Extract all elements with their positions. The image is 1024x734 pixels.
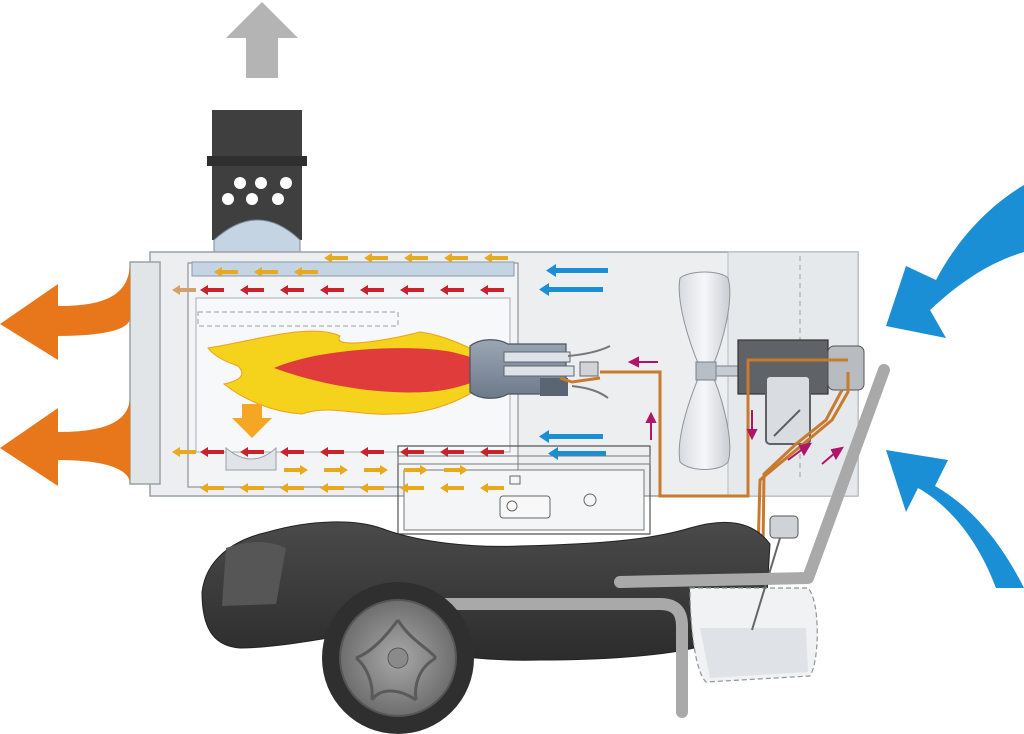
cold-air-in-arrow-bottom (886, 450, 1024, 588)
flow-arrow-outer-bottom (320, 483, 344, 493)
flow-arrow-inner-top (200, 285, 224, 295)
exhaust-up-arrow (226, 2, 298, 78)
flow-arrow-outer-top (294, 267, 318, 277)
flow-arrow-outer-top (324, 253, 348, 263)
fuel-tank (689, 515, 818, 683)
flow-arrow-outer-bottom (324, 465, 348, 475)
flow-arrow-outer-bottom (280, 483, 304, 493)
chimney (207, 110, 307, 263)
flow-arrow-inner-top (280, 285, 304, 295)
flow-arrow-outer-top (484, 253, 508, 263)
flow-arrow-inner-bottom (240, 447, 264, 457)
flow-arrow-inner-top (400, 285, 424, 295)
flow-arrow-inner-top (320, 285, 344, 295)
burner (469, 339, 611, 399)
flow-arrow-outer-top (364, 253, 388, 263)
flow-arrow-inner-bottom (320, 447, 344, 457)
flame (207, 330, 509, 415)
flow-arrow-inner-bottom (200, 447, 224, 457)
flow-arrow-outer-bottom (404, 465, 428, 475)
hot-air-out-arrow-bottom (0, 396, 130, 486)
flow-arrow-outer-bottom (284, 465, 308, 475)
cold-air-in-arrow-top (886, 185, 1024, 338)
flow-arrow-inner-top (440, 285, 464, 295)
flow-arrows (172, 253, 508, 493)
flow-arrow-outer-bottom (360, 483, 384, 493)
flow-arrow-outer-bottom (200, 483, 224, 493)
flow-arrow-outer-bottom (440, 483, 464, 493)
handle (398, 364, 890, 718)
flow-arrow-outer-top (214, 267, 238, 277)
flow-arrow-exit (172, 285, 196, 295)
flow-arrow-outer-top (404, 253, 428, 263)
wheel (322, 582, 474, 734)
flow-arrow-inner-top (240, 285, 264, 295)
control-panel (397, 445, 651, 535)
flow-arrow-inner-bottom (400, 447, 424, 457)
blue-flow-arrows (539, 264, 608, 460)
flow-arrow-exit (172, 447, 196, 457)
flame-down-arrow (232, 404, 272, 438)
fuel-lines (559, 358, 850, 625)
flow-arrow-outer-bottom (364, 465, 388, 475)
hot-air-out-arrow-top (0, 262, 130, 360)
flow-arrow-inner-bottom (280, 447, 304, 457)
flow-arrow-inner-bottom (480, 447, 504, 457)
flow-arrow-outer-top (254, 267, 278, 277)
flow-arrow-inner-bottom (440, 447, 464, 457)
flow-arrow-outer-bottom (480, 483, 504, 493)
flow-arrow-outer-bottom (240, 483, 264, 493)
fan-motor (737, 339, 865, 445)
flow-arrow-inner-bottom (360, 447, 384, 457)
flow-arrow-inner-top (480, 285, 504, 295)
flow-arrow-outer-bottom (400, 483, 424, 493)
flow-arrow-outer-bottom (444, 465, 468, 475)
flow-arrow-outer-top (444, 253, 468, 263)
flow-arrow-inner-top (360, 285, 384, 295)
fan (678, 271, 743, 470)
